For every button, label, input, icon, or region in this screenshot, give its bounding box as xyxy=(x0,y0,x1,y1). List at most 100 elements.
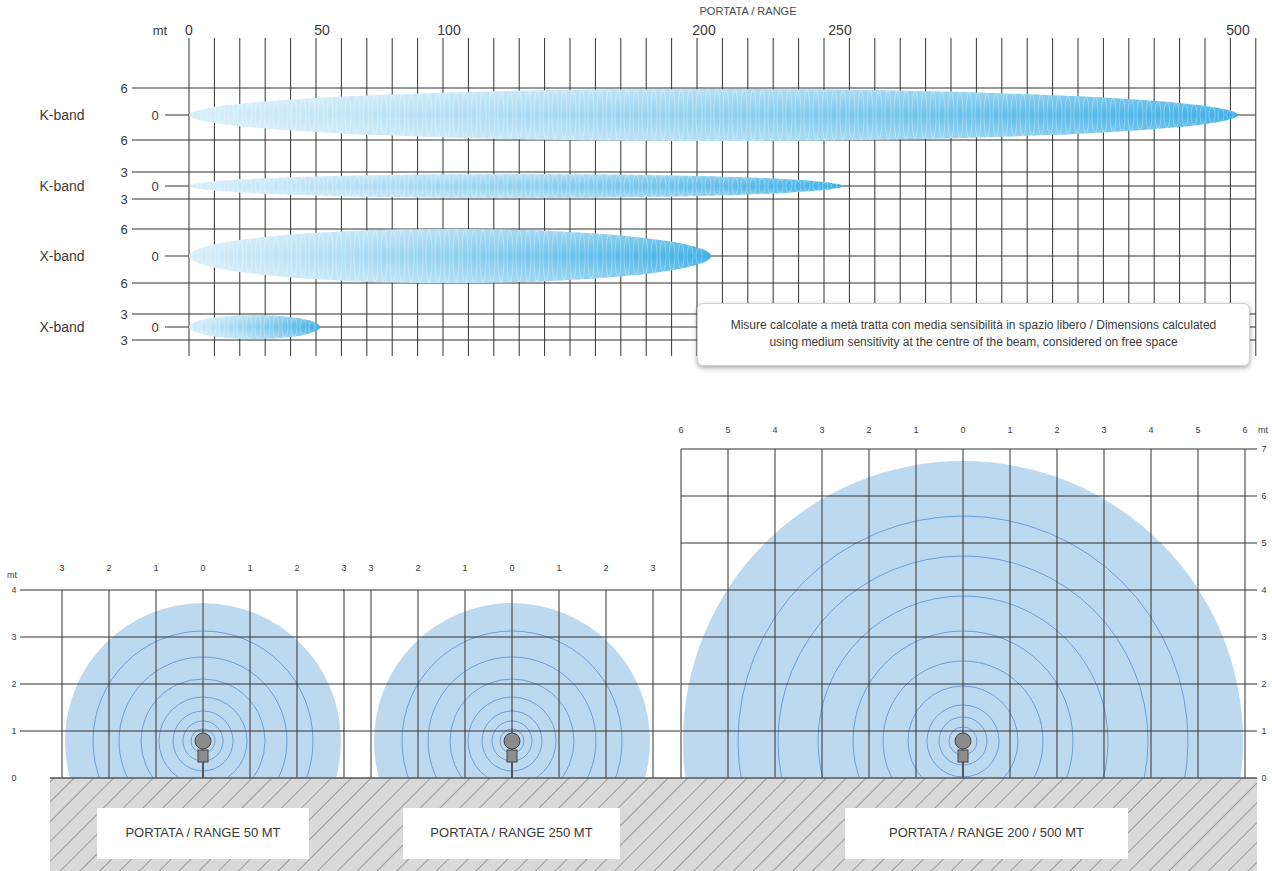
axis-unit: mt xyxy=(1258,426,1268,435)
axis-value: 0 xyxy=(185,23,193,37)
beam-ripple xyxy=(750,178,756,195)
beam-ripple xyxy=(300,177,306,195)
beam-ripple xyxy=(381,175,387,197)
axis-value: 1 xyxy=(913,426,918,435)
beam-ripple xyxy=(975,93,981,138)
beam-ripple xyxy=(1218,108,1224,121)
beam-ripple xyxy=(543,231,549,281)
grid-line xyxy=(681,731,1257,732)
axis-value: 5 xyxy=(725,426,730,435)
beam-ripple xyxy=(210,181,216,190)
axis-value: 3 xyxy=(59,564,64,573)
beam-ripple xyxy=(471,229,477,283)
beam-ripple xyxy=(615,235,621,276)
grid-tick xyxy=(653,684,680,685)
beam-ripple xyxy=(525,230,531,282)
beam-ripple xyxy=(1029,94,1035,135)
coverage-ring xyxy=(500,729,524,753)
grid-line xyxy=(775,449,776,778)
grid-tick xyxy=(653,637,680,638)
axis-value: 0 xyxy=(151,180,158,193)
beam-ripple xyxy=(588,174,594,197)
beam-ripple xyxy=(255,102,261,128)
axis-value: 1 xyxy=(11,727,16,736)
beam-ripple xyxy=(1182,104,1188,127)
beam-ripple xyxy=(210,107,216,123)
beam-ripple xyxy=(669,175,675,196)
beam-ripple xyxy=(615,175,621,198)
beam-ripple xyxy=(687,245,693,266)
axis-value: 0 xyxy=(200,564,205,573)
grid-line xyxy=(869,449,870,778)
beam-ripple xyxy=(588,90,594,141)
beam-ripple xyxy=(354,231,360,281)
ground-hatch xyxy=(50,778,1257,871)
beam-ripple xyxy=(678,89,684,141)
beam-ripple xyxy=(1047,95,1053,135)
beam-ripple xyxy=(651,175,657,197)
beam-ripple xyxy=(912,91,918,139)
beam-ripple xyxy=(597,174,603,197)
beam-ripple xyxy=(444,229,450,283)
beam-ripple xyxy=(462,229,468,283)
grid-tick xyxy=(343,731,371,732)
beam-ripple xyxy=(453,92,459,137)
beam-ripple xyxy=(426,229,432,283)
beam-ripple xyxy=(1209,107,1215,123)
grid-tick xyxy=(653,590,680,591)
beam-ripple xyxy=(660,240,666,271)
beam-ripple xyxy=(579,90,585,140)
axis-unit: mt xyxy=(153,24,167,37)
grid-line xyxy=(316,38,317,356)
beam-ripple xyxy=(525,174,531,198)
beam-ripple xyxy=(318,98,324,132)
beam-ripple xyxy=(516,174,522,198)
beam-ripple xyxy=(228,180,234,192)
beam-ripple xyxy=(921,91,927,139)
beam-ripple xyxy=(210,318,216,337)
beam-ripple xyxy=(1137,100,1143,130)
beam-shade xyxy=(189,174,843,198)
beam-ripple xyxy=(714,89,720,141)
beam-ripple xyxy=(786,89,792,140)
grid-line xyxy=(371,731,653,732)
beam-ripple xyxy=(372,230,378,282)
note-box: Misure calcolate a metà tratta con media… xyxy=(697,303,1250,366)
axis-value: 100 xyxy=(437,23,460,37)
beam-ripple xyxy=(498,91,504,139)
beam-ripple xyxy=(507,230,513,283)
axis-value: 6 xyxy=(1261,492,1266,501)
beam-ripple xyxy=(219,106,225,124)
axis-value: 4 xyxy=(1148,426,1153,435)
axis-value: 7 xyxy=(1261,445,1266,454)
beam-ripple xyxy=(705,176,711,195)
axis-value: 0 xyxy=(151,321,158,334)
beam-ripple xyxy=(822,182,828,190)
beam-ripple xyxy=(633,89,639,140)
beam-ripple xyxy=(1173,103,1179,128)
beam-ripple xyxy=(687,89,693,141)
range-box: PORTATA / RANGE 50 MT xyxy=(97,808,309,859)
beam-ripple xyxy=(516,91,522,139)
grid-line xyxy=(62,590,344,591)
beam-ripple xyxy=(831,183,837,189)
axis-value: 4 xyxy=(772,426,777,435)
beam-ripple xyxy=(345,96,351,133)
range-box: PORTATA / RANGE 200 / 500 MT xyxy=(845,808,1128,859)
beam-lobe xyxy=(189,229,711,283)
axis-value: 3 xyxy=(120,308,127,321)
beam-ripple xyxy=(210,245,216,268)
beam-ripple xyxy=(390,94,396,135)
beam-ripple xyxy=(480,92,486,139)
beam-ripple xyxy=(570,90,576,140)
axis-value: 6 xyxy=(120,223,127,236)
axis-value: 1 xyxy=(1261,727,1266,736)
beam-ripple xyxy=(669,242,675,270)
beam-ripple xyxy=(318,176,324,195)
axis-value: 3 xyxy=(120,166,127,179)
sensor-head xyxy=(195,733,211,749)
beam-ripple xyxy=(237,180,243,193)
beam-ripple xyxy=(309,98,315,131)
beam-ripple xyxy=(1011,94,1017,137)
beam-ripple xyxy=(894,91,900,140)
